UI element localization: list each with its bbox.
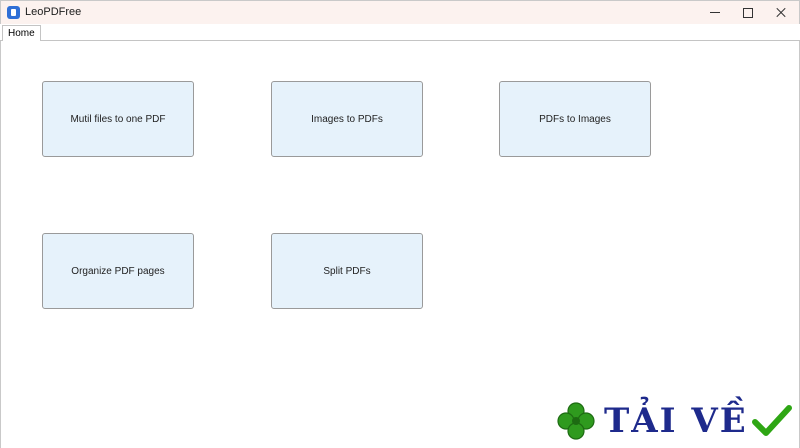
home-panel: Mutil files to one PDF Images to PDFs PD… xyxy=(0,41,800,448)
close-button[interactable] xyxy=(764,1,798,25)
merge-files-button[interactable]: Mutil files to one PDF xyxy=(42,81,194,157)
images-to-pdfs-button[interactable]: Images to PDFs xyxy=(271,81,423,157)
tab-bar: Home xyxy=(0,24,800,41)
window-title: LeoPDFree xyxy=(25,6,82,18)
minimize-button[interactable] xyxy=(698,1,732,25)
split-pdfs-button[interactable]: Split PDFs xyxy=(271,233,423,309)
clover-icon xyxy=(557,402,595,440)
watermark: TẢI VỀ xyxy=(556,399,796,443)
app-icon xyxy=(7,6,20,19)
pdfs-to-images-button[interactable]: PDFs to Images xyxy=(499,81,651,157)
maximize-button[interactable] xyxy=(731,1,765,25)
title-bar[interactable]: LeoPDFree xyxy=(0,0,800,24)
checkmark-icon xyxy=(752,405,792,436)
watermark-text: TẢI VỀ xyxy=(604,401,748,441)
tab-home[interactable]: Home xyxy=(2,25,41,41)
organize-pdf-pages-button[interactable]: Organize PDF pages xyxy=(42,233,194,309)
